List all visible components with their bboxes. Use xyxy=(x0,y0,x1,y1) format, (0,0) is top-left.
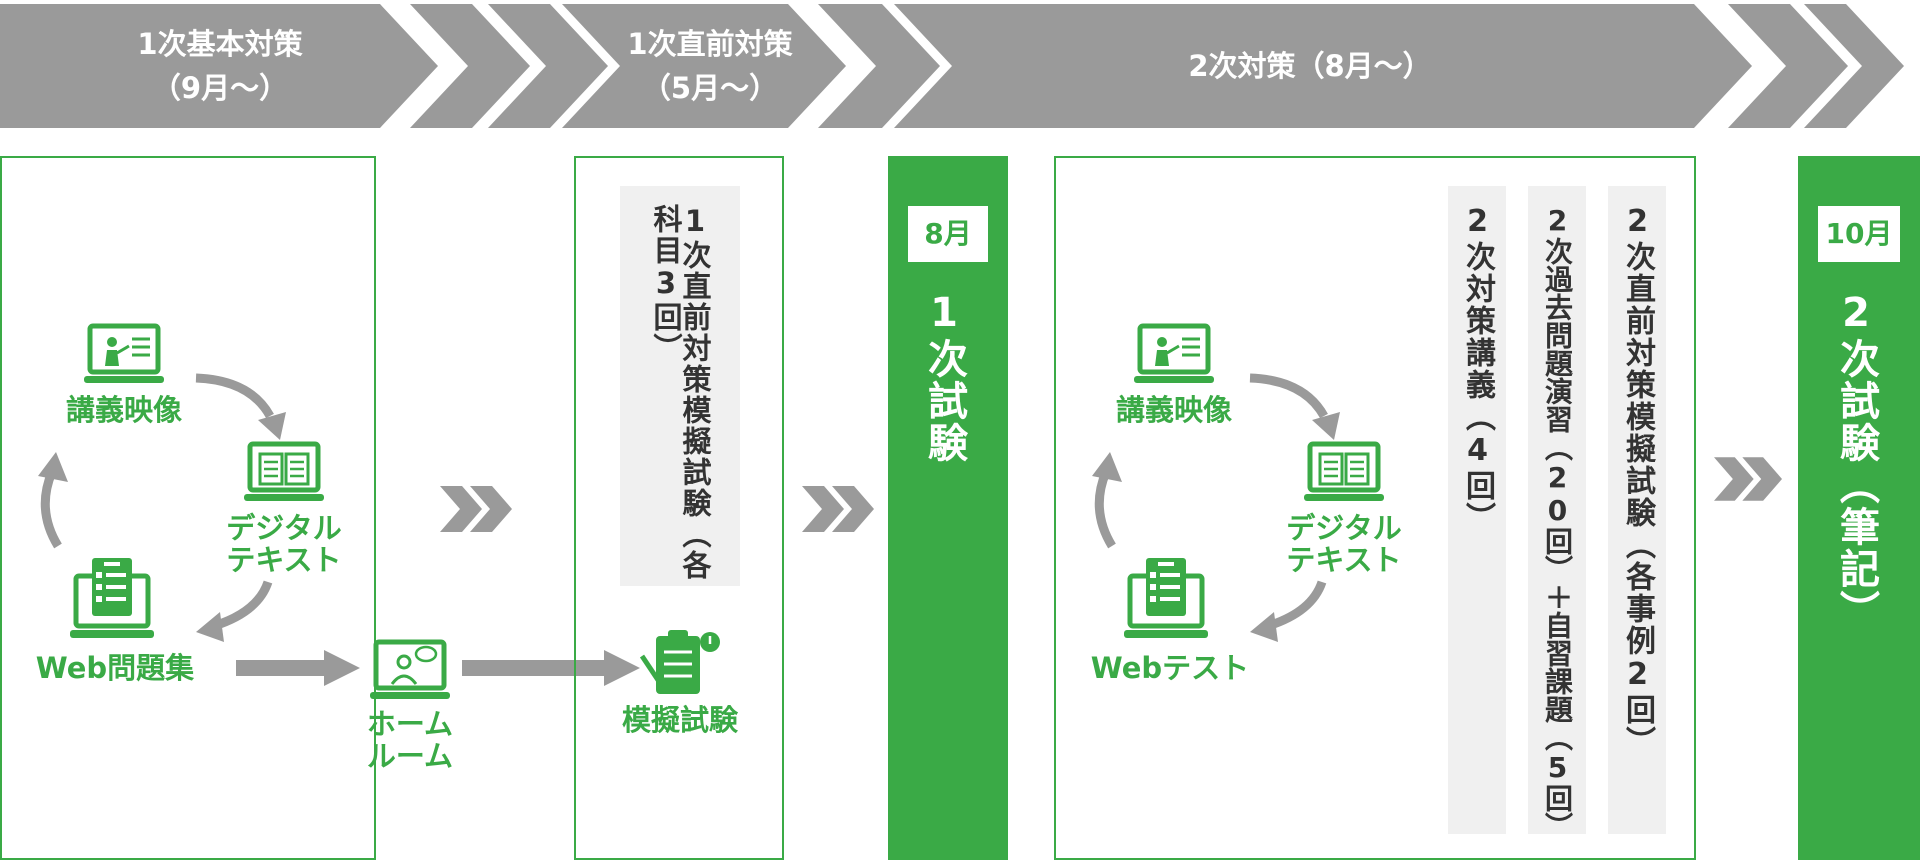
second-mock-exam-panel-text: 2次直前対策模擬試験（各事例2回） xyxy=(1620,204,1655,758)
digital-text-label: デジタル テキスト xyxy=(204,512,364,576)
flow-arrow-icon xyxy=(462,650,640,686)
homeroom-icon xyxy=(370,639,450,699)
chevron xyxy=(488,4,608,128)
exam1-month-badge: 8月 xyxy=(908,206,988,262)
phase-title: 1次直前対策 xyxy=(627,27,793,61)
second-past-problems-panel: 2次過去問題演習（20回）＋自習課題（5回） xyxy=(1528,186,1586,840)
exam1-bar xyxy=(888,156,1008,860)
digital-text-line2: テキスト xyxy=(1286,543,1402,577)
digital-text-icon xyxy=(244,441,324,501)
double-chevron-icon xyxy=(1714,457,1782,501)
chevron xyxy=(1804,4,1904,128)
pre-exam-panel-text: 1次直前対策模擬試験（各科目3回） xyxy=(649,204,712,581)
second-mock-exam-panel: 2次直前対策模擬試験（各事例2回） xyxy=(1608,186,1666,834)
digital-text-line1: デジタル xyxy=(1286,511,1402,545)
homeroom-label: ホーム ルーム xyxy=(340,708,480,772)
second-box xyxy=(1054,156,1696,860)
lecture-video-label: 講義映像 xyxy=(1115,393,1232,427)
cycle-arrow-icon xyxy=(1092,373,1340,642)
chevron xyxy=(1728,4,1848,128)
second-lecture-panel-text: 2次対策講義（4回） xyxy=(1460,204,1495,534)
digital-text-label: デジタル テキスト xyxy=(1264,512,1424,576)
mock-exam-icon xyxy=(640,630,720,694)
phase-banner xyxy=(0,4,1904,128)
web-problems-icon xyxy=(70,558,154,638)
phase-period: （9月～） xyxy=(151,71,289,105)
phase-period: （5月～） xyxy=(641,71,779,105)
lecture-video-label: 講義映像 xyxy=(65,393,182,427)
web-test-label: Webテスト xyxy=(1090,651,1250,685)
phase-title: 1次基本対策 xyxy=(137,27,303,61)
homeroom-line2: ルーム xyxy=(366,739,454,773)
phase-arrow-basic xyxy=(0,4,438,128)
pre-exam-panel: 1次直前対策模擬試験（各科目3回） xyxy=(620,186,740,586)
second-past-problems-panel-text: 2次過去問題演習（20回）＋自習課題（5回） xyxy=(1541,204,1574,840)
flow-arrow-icon xyxy=(236,650,360,686)
exam2-label: 2次試験（筆記） xyxy=(1833,290,1879,632)
lecture-video-icon xyxy=(1134,323,1214,383)
exam1-label: 1次試験 xyxy=(921,290,967,464)
double-chevron-icon xyxy=(802,486,874,532)
lecture-video-icon xyxy=(84,323,164,383)
phase-arrow-pre xyxy=(562,4,846,128)
web-test-icon xyxy=(1124,558,1208,638)
phase-label-second: 2次対策（8月～） xyxy=(1100,44,1520,88)
phase-title: 2次対策（8月～） xyxy=(1188,49,1432,83)
web-problems-label: Web問題集 xyxy=(35,651,195,685)
phase-label-pre: 1次直前対策 （5月～） xyxy=(590,22,830,110)
homeroom-line1: ホーム xyxy=(366,707,454,741)
digital-text-icon xyxy=(1304,441,1384,501)
digital-text-line2: テキスト xyxy=(226,543,342,577)
cycle-arrow-icon xyxy=(38,373,286,642)
mock-exam-label: 模擬試験 xyxy=(621,703,738,737)
digital-text-line1: デジタル xyxy=(226,511,342,545)
exam2-bar xyxy=(1798,156,1920,860)
phase-arrow-second xyxy=(894,4,1752,128)
double-chevron-icon xyxy=(440,486,512,532)
basic-box xyxy=(0,156,376,860)
chevron xyxy=(410,4,530,128)
pre-exam-box xyxy=(574,156,784,860)
phase-label-basic: 1次基本対策 （9月～） xyxy=(60,22,380,110)
exam2-month-badge: 10月 xyxy=(1818,206,1900,262)
chevron xyxy=(818,4,940,128)
second-lecture-panel: 2次対策講義（4回） xyxy=(1448,186,1506,834)
